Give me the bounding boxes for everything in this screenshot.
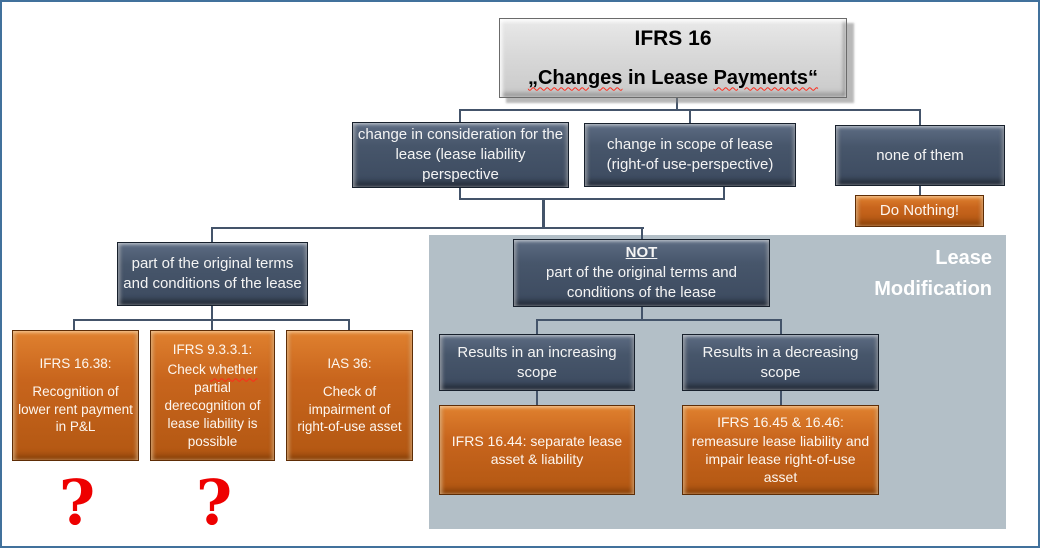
connector <box>211 227 213 243</box>
title-line2: „Changes in Lease Payments“ <box>528 65 818 91</box>
connector <box>73 319 75 330</box>
question-mark-2: ? <box>195 466 233 539</box>
node-increasing-scope: Results in an increasing scope <box>439 334 635 391</box>
connector <box>211 227 644 229</box>
connector <box>780 391 782 405</box>
lease-modification-label-line1: Lease <box>935 247 992 269</box>
connector <box>919 109 921 125</box>
node-ifrs-9-3-3-1: IFRS 9.3.3.1: Check whether partial dere… <box>150 330 275 461</box>
not-emphasis: NOT <box>625 244 658 262</box>
node-ifrs-16-44: IFRS 16.44: separate lease asset & liabi… <box>439 405 635 495</box>
connector <box>459 198 725 200</box>
connector <box>542 198 545 229</box>
node-ifrs-16-45-46: IFRS 16.45 & 16.46: remeasure lease liab… <box>682 405 879 495</box>
node-ias-36: IAS 36: Check of impairment of right-of-… <box>286 330 413 461</box>
ifrs-9-3-3-1-body: Check whether partial derecognition of l… <box>156 361 269 450</box>
node-decreasing-scope: Results in a decreasing scope <box>682 334 879 391</box>
ifrs-9-3-3-1-heading: IFRS 9.3.3.1: <box>172 341 253 357</box>
node-not-part-of-original-terms: NOT part of the original terms and condi… <box>513 239 770 307</box>
connector <box>641 307 643 321</box>
lease-modification-label: Lease Modification <box>874 243 992 305</box>
connector <box>919 186 921 196</box>
title-middle: in Lease <box>622 66 714 89</box>
node-change-in-scope: change in scope of lease (right-of use-p… <box>584 123 796 187</box>
ifrs-16-38-heading: IFRS 16.38: <box>39 355 112 371</box>
connector <box>689 109 691 124</box>
title-node: IFRS 16 „Changes in Lease Payments“ <box>499 18 847 98</box>
connector <box>459 188 461 200</box>
node-part-of-original-terms: part of the original terms and condition… <box>117 242 308 306</box>
ias-36-heading: IAS 36: <box>327 355 372 371</box>
connector <box>536 391 538 405</box>
lease-modification-label-line2: Modification <box>874 278 992 300</box>
question-mark-1: ? <box>58 466 96 539</box>
node-change-in-consideration: change in consideration for the lease (l… <box>352 122 569 188</box>
connector <box>676 98 678 110</box>
title-line1: IFRS 16 <box>634 26 712 50</box>
connector <box>536 319 782 321</box>
connector <box>211 306 213 320</box>
title-word-changes: „Changes <box>527 66 623 89</box>
node-none-of-them: none of them <box>835 125 1005 186</box>
ifrs-9-3-3-1-body-post: partial derecognition of lease liability… <box>164 380 261 449</box>
connector <box>211 319 213 330</box>
connector <box>723 187 725 200</box>
connector <box>780 319 782 334</box>
node-do-nothing: Do Nothing! <box>855 195 984 227</box>
ifrs-16-38-body: Recognition of lower rent payment in P&L <box>18 383 133 435</box>
node-ifrs-16-38: IFRS 16.38: Recognition of lower rent pa… <box>12 330 139 461</box>
ifrs-9-3-3-1-body-pre: Check <box>167 362 210 378</box>
connector <box>348 319 350 330</box>
ifrs-9-3-3-1-body-marked: whether <box>209 362 258 378</box>
not-rest: part of the original terms and condition… <box>546 264 737 301</box>
connector <box>641 227 643 240</box>
ias-36-body: Check of impairment of right-of-use asse… <box>297 383 402 435</box>
connector <box>536 319 538 334</box>
title-word-payments: Payments“ <box>713 66 819 89</box>
connector <box>459 109 461 122</box>
